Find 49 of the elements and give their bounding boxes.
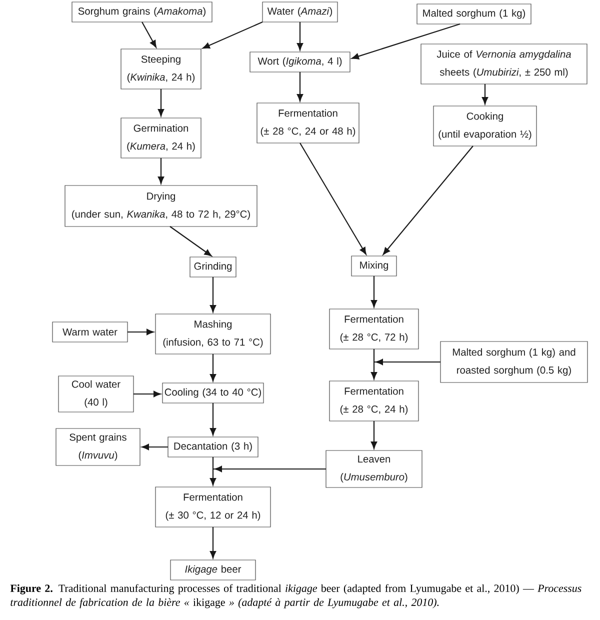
process-box: Drying (under sun, Kwanika, 48 to 72 h, 29°C) — [64, 185, 258, 227]
arrow — [210, 354, 216, 382]
input-box: Water (Amazi) — [262, 2, 338, 22]
arrow — [142, 22, 156, 48]
arrow — [128, 328, 154, 336]
input-box: Warm water — [52, 322, 128, 342]
input-box: Malted sorghum (1 kg) and roasted sorghum (0.5 kg) — [440, 341, 588, 383]
arrow — [158, 89, 164, 116]
process-box: Mixing — [351, 256, 397, 276]
arrow — [482, 84, 488, 104]
process-box: Grinding — [190, 256, 236, 278]
arrow — [300, 142, 366, 255]
figure-caption: Figure 2. Traditional manufacturing processes of traditional ikigage beer (adapted from Lyumugabe et al., 2010) — Processus traditionnel de fabrication de la bière « ikigage » (adapté à partir de Lyumugabe et al., 2010). — [10, 584, 582, 608]
arrow — [370, 276, 378, 308]
product-box: Spent grains (Imvuvu) — [56, 428, 140, 466]
arrow — [142, 444, 168, 450]
arrow — [170, 226, 212, 256]
process-box: Cooking (until evaporation ½) — [433, 106, 537, 146]
process-box: Decantation (3 h) — [168, 436, 258, 458]
arrow — [134, 390, 161, 398]
input-box: Sorghum grains (Amakoma) — [72, 2, 212, 22]
process-box: Germination (Kumera, 24 h) — [120, 118, 202, 158]
input-box: Juice of Vernonia amygdalina sheets (Umubirizi, ± 250 ml) — [420, 44, 588, 84]
input-box: Cool water (40 l) — [58, 376, 134, 412]
arrow — [352, 23, 460, 60]
product-box: Ikigage beer — [170, 560, 256, 580]
arrow — [158, 158, 164, 184]
arrow — [374, 358, 440, 366]
process-box: Leaven (Umusemburo) — [326, 450, 422, 488]
process-box: Wort (Igikoma, 4 l) — [250, 52, 350, 72]
process-box: Mashing (infusion, 63 to 71 °C) — [155, 314, 271, 354]
input-box: Malted sorghum (1 kg) — [416, 4, 532, 24]
arrow — [370, 362, 378, 380]
arrow — [202, 22, 263, 49]
arrow — [382, 146, 474, 255]
arrow — [296, 72, 304, 102]
arrow — [370, 421, 378, 449]
process-box: Steeping (Kwinika, 24 h) — [120, 48, 202, 90]
process-box: Cooling (34 to 40 °C) — [162, 382, 264, 404]
arrow — [210, 277, 216, 312]
arrow — [210, 527, 216, 558]
arrow — [213, 466, 326, 472]
process-box: Fermentation (± 28 °C, 72 h) — [329, 308, 419, 350]
arrow — [296, 22, 304, 50]
process-box: Fermentation (± 28 °C, 24 h) — [329, 380, 419, 422]
arrow — [210, 469, 216, 486]
process-box: Fermentation (± 30 °C, 12 or 24 h) — [155, 486, 271, 528]
arrow — [210, 403, 216, 436]
process-box: Fermentation (± 28 °C, 24 or 48 h) — [256, 102, 360, 144]
